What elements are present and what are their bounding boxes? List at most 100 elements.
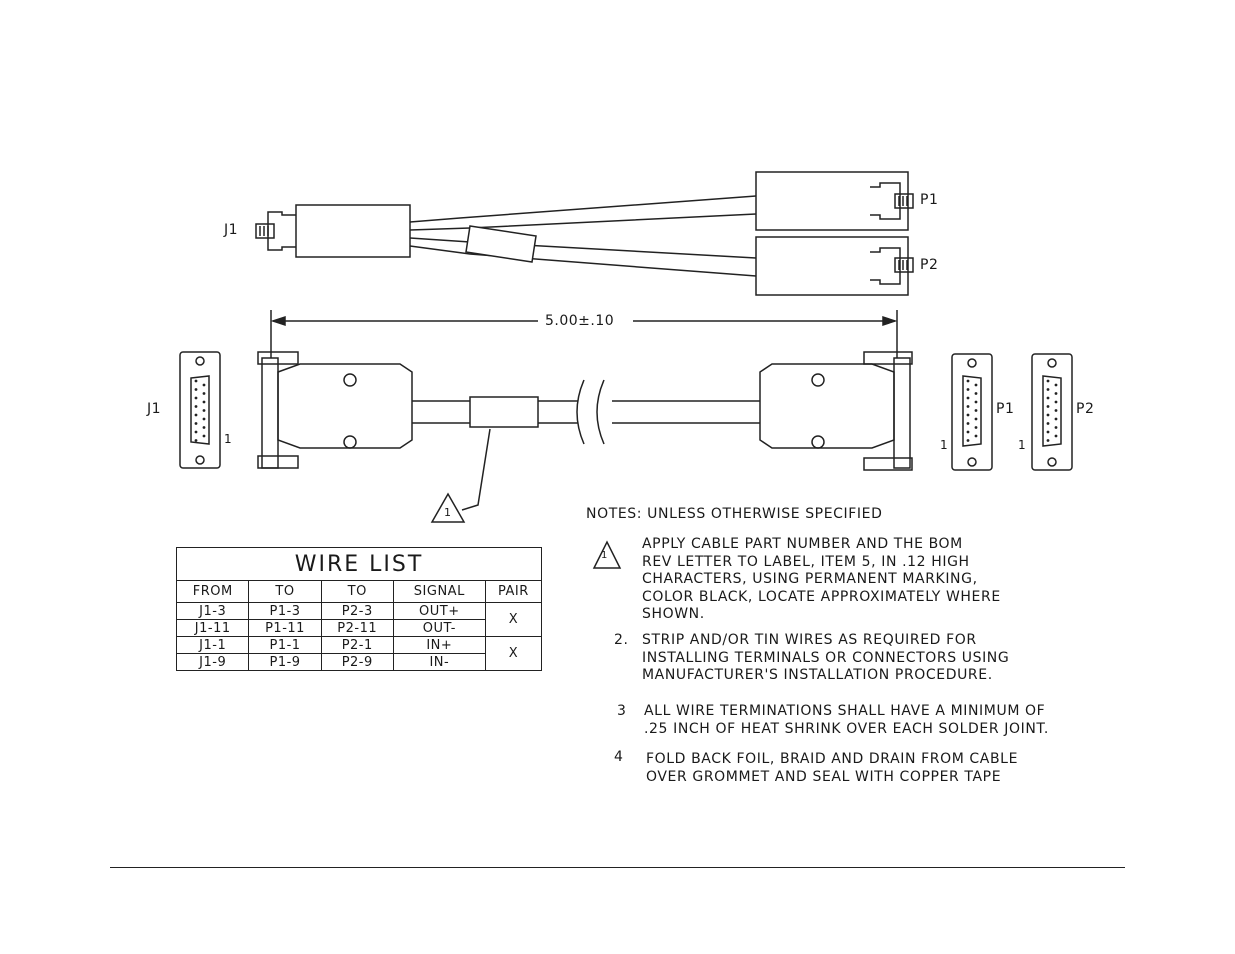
pin-dot [966, 422, 970, 425]
callout-leader [461, 428, 491, 511]
note-2-marker: 2. [614, 632, 629, 648]
top-p2-shell [870, 247, 901, 285]
note-2-text: STRIP AND/OR TIN WIRES AS REQUIRED FOR I… [642, 632, 1010, 683]
pin-dot [1046, 388, 1050, 391]
top-p1-body [755, 171, 909, 231]
side-left-jackscrew-top [257, 351, 299, 365]
cell-to-p2: P2-3 [320, 602, 394, 620]
cell-pair: X [484, 602, 543, 637]
pin-dot [194, 439, 198, 442]
pin-dot [1054, 409, 1058, 412]
col-header-from: FROM [175, 580, 250, 603]
pin-dot [1054, 426, 1058, 429]
wire-list-table: WIRE LIST FROM TO TO SIGNAL PAIR J1-3 P1… [175, 547, 543, 671]
pin-dot [974, 409, 978, 412]
side-right-jackscrew-bottom [863, 457, 913, 471]
col-header-to-2: TO [320, 580, 394, 603]
pin-dot [966, 405, 970, 408]
top-p1-face [894, 193, 914, 209]
face-view-j1 [179, 351, 221, 469]
cell-pair: X [484, 636, 543, 671]
pin-dot [1054, 392, 1058, 395]
cell-from: J1-9 [175, 653, 250, 671]
pin-dot [194, 379, 198, 383]
table-row: J1-1 P1-1 P2-1 IN+ X [175, 636, 543, 671]
cell-signal: IN+ [392, 636, 486, 654]
pin-dot [966, 430, 970, 434]
side-left-flange [261, 357, 279, 469]
cell-to-p1: P1-1 [248, 636, 322, 654]
top-cable-lower-a [409, 237, 757, 259]
pin-dot [974, 426, 978, 429]
pin-dot [1046, 396, 1050, 400]
cell-to-p2: P2-11 [320, 619, 394, 637]
pin-dot [202, 400, 206, 404]
break-mark-left [576, 379, 585, 445]
top-j1-body [295, 204, 411, 258]
top-heat-shrink [465, 225, 537, 263]
table-row: J1-11 P1-11 P2-11 OUT- [175, 619, 542, 637]
pin-dot [202, 434, 206, 438]
notes-heading: NOTES: UNLESS OTHERWISE SPECIFIED [586, 506, 883, 522]
pin-dot [1046, 430, 1050, 434]
top-label-p2: P2 [920, 257, 939, 273]
dimension-label: 5.00±.10 [545, 313, 615, 329]
side-right-flange [893, 357, 911, 469]
footer-rule [110, 867, 1125, 868]
top-view-y-cable [255, 171, 914, 296]
side-right-screw-bottom [811, 435, 825, 449]
pin-dot [966, 413, 970, 417]
cell-signal: IN- [392, 653, 486, 671]
top-cable-lower-b [409, 245, 757, 277]
face-label-p1: P1 [996, 401, 1015, 417]
pin-dot [194, 405, 198, 408]
note-1-triangle [592, 540, 622, 569]
top-j1-shell [267, 211, 296, 251]
side-view-cable [257, 351, 913, 511]
wire-list-title: WIRE LIST [176, 547, 542, 581]
cell-from: J1-11 [175, 619, 250, 637]
note-4-text: FOLD BACK FOIL, BRAID AND DRAIN FROM CAB… [646, 751, 1019, 785]
top-j1-face [255, 223, 275, 239]
cell-to-p1: P1-9 [248, 653, 322, 671]
pin-dot [194, 396, 198, 400]
cell-from: J1-3 [175, 602, 250, 620]
pin-dot [202, 392, 206, 395]
side-right-jackscrew-top [863, 351, 913, 365]
table-row: J1-3 P1-3 P2-3 OUT+ X [175, 602, 543, 637]
wire-list-header-row: FROM TO TO SIGNAL PAIR [175, 580, 543, 603]
pin-dot [974, 392, 978, 395]
pin-dot [974, 417, 978, 421]
note-1-marker: 1 [601, 550, 608, 561]
callout-triangle [430, 492, 466, 523]
side-right-hood [759, 363, 895, 449]
pin-dot [194, 388, 198, 391]
pin-dot [974, 434, 978, 438]
cell-from: J1-1 [175, 636, 250, 654]
pin-dot [966, 439, 970, 442]
cell-to-p2: P2-9 [320, 653, 394, 671]
dimension-line [270, 310, 898, 358]
pin-dot [202, 417, 206, 421]
pin-dot [1046, 379, 1050, 383]
pin-dot [194, 430, 198, 434]
side-left-screw-top [343, 373, 357, 387]
pin-dot [966, 396, 970, 400]
cell-signal: OUT- [392, 619, 486, 637]
pin-dot [1054, 434, 1058, 438]
cell-to-p1: P1-3 [248, 602, 322, 620]
pin-dot [1054, 400, 1058, 404]
face-j1-pin-label: 1 [224, 432, 233, 446]
callout-number: 1 [444, 506, 452, 519]
note-1-text: APPLY CABLE PART NUMBER AND THE BOM REV … [642, 536, 1001, 622]
pin-dot [1046, 439, 1050, 442]
top-label-p1: P1 [920, 192, 939, 208]
cell-signal: OUT+ [392, 602, 486, 620]
pin-dot [974, 383, 978, 387]
face-view-p2 [1031, 353, 1073, 471]
face-p1-pin-label: 1 [940, 438, 949, 452]
face-label-p2: P2 [1076, 401, 1095, 417]
note-3-marker: 3 [617, 703, 627, 719]
side-heat-shrink [469, 396, 539, 428]
top-cable-upper-b [409, 213, 757, 231]
